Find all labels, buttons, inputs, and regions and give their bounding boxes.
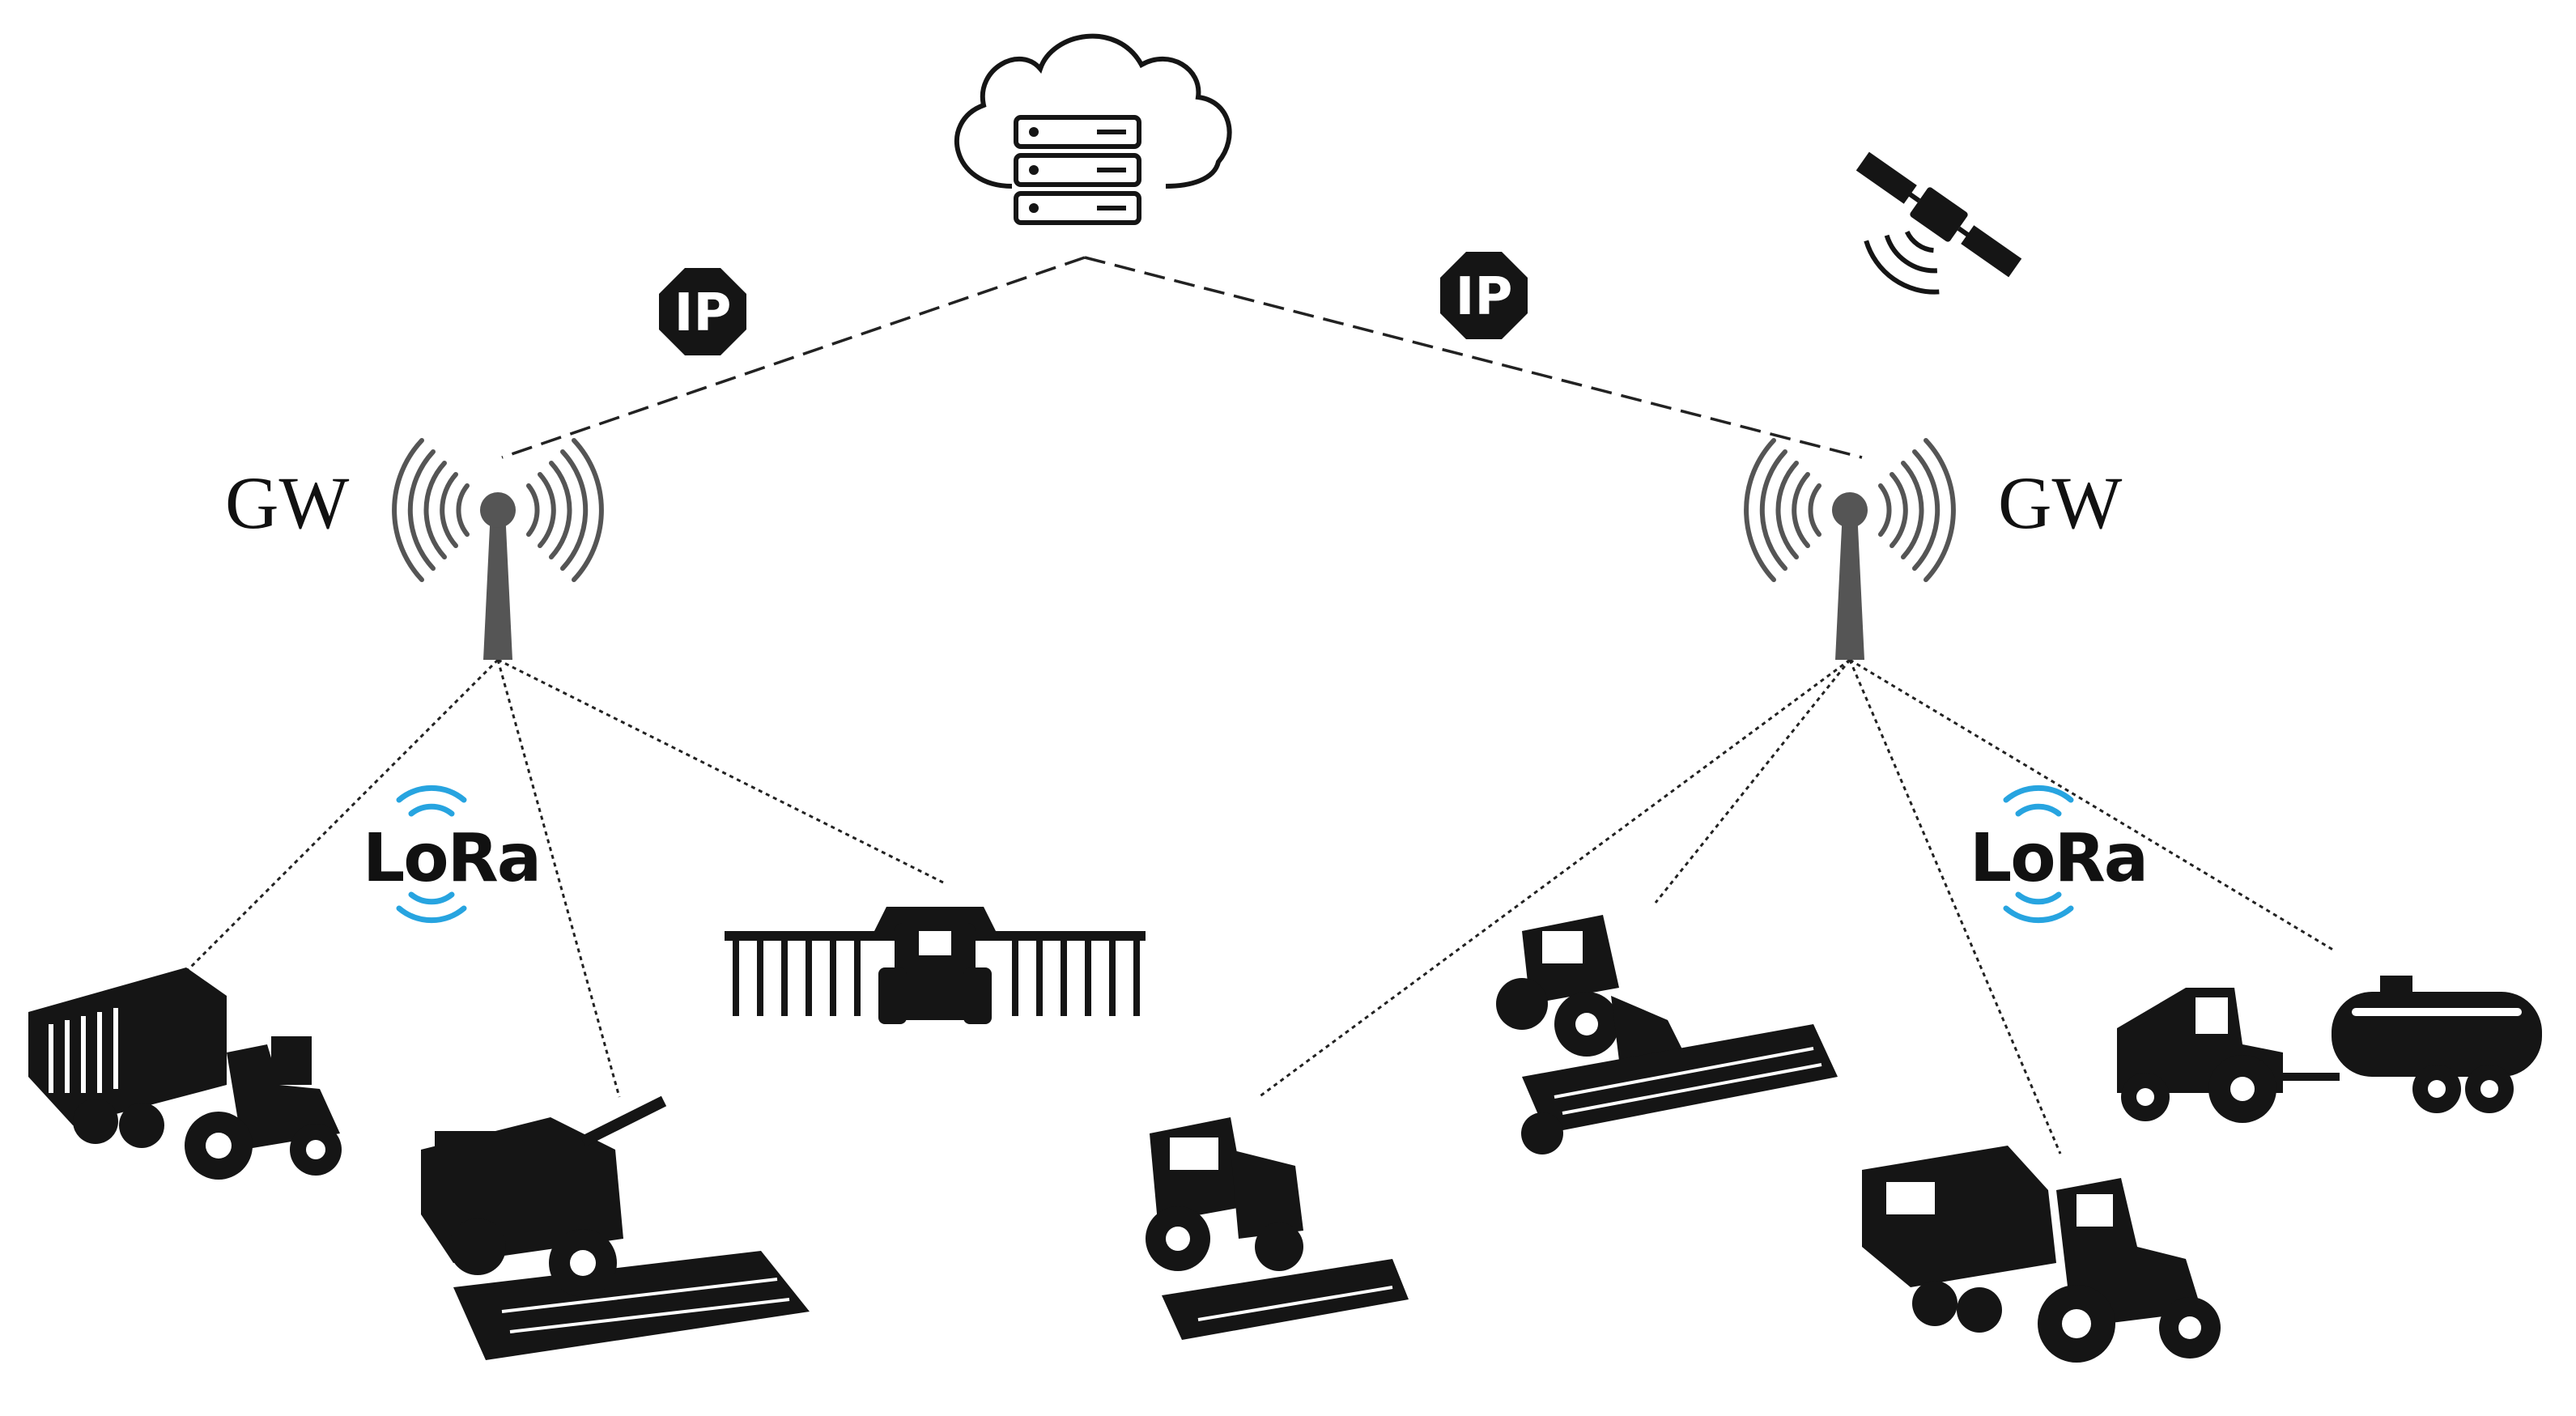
lora-link — [1258, 658, 1851, 1099]
combine-harvester-icon — [421, 1095, 810, 1360]
lora-link — [1654, 659, 1851, 904]
baler-tractor-icon — [1862, 1146, 2221, 1363]
satellite-icon — [1855, 151, 2022, 295]
gateway-antenna-icon — [392, 438, 604, 660]
ip-link-right — [1084, 256, 1863, 459]
gateway-label: GW — [225, 461, 349, 544]
tanker-tractor-icon — [2117, 976, 2542, 1123]
lora-label: LoRa — [1970, 820, 2147, 897]
ip-badge-icon — [1440, 252, 1528, 339]
ip-links — [501, 256, 1863, 459]
lora-link — [496, 659, 621, 1098]
ip-label: IP — [674, 283, 732, 343]
forage-wagon-tractor-icon — [28, 967, 342, 1180]
lora-logo-icon — [396, 785, 467, 924]
cloud-server-icon — [954, 33, 1232, 225]
ip-label: IP — [1456, 267, 1513, 327]
gateway-label: GW — [1998, 461, 2122, 544]
lora-link — [185, 658, 499, 973]
lora-link — [1848, 659, 2062, 1154]
ip-link-left — [501, 256, 1086, 459]
gateway-left: GW — [225, 438, 604, 660]
lora-badge-left: LoRa — [363, 785, 542, 924]
server-rack-icon — [1014, 115, 1141, 225]
lora-label: LoRa — [363, 820, 540, 897]
seed-drill-tractor-icon — [1496, 915, 1838, 1154]
lora-logo-icon — [2003, 785, 2074, 924]
gateway-antenna-icon — [1744, 438, 1956, 660]
ip-badge-right: IP — [1440, 252, 1528, 339]
gateway-right: GW — [1744, 438, 2122, 660]
crop-sprayer-icon — [725, 907, 1146, 1024]
lora-badge-right: LoRa — [1970, 785, 2149, 924]
lora-link — [1849, 658, 2336, 953]
ip-badge-icon — [659, 268, 746, 355]
lora-link — [497, 658, 944, 884]
tractor-cultivator-icon — [1146, 1117, 1409, 1340]
ip-badge-left: IP — [659, 268, 746, 355]
lora-links — [185, 658, 2336, 1154]
